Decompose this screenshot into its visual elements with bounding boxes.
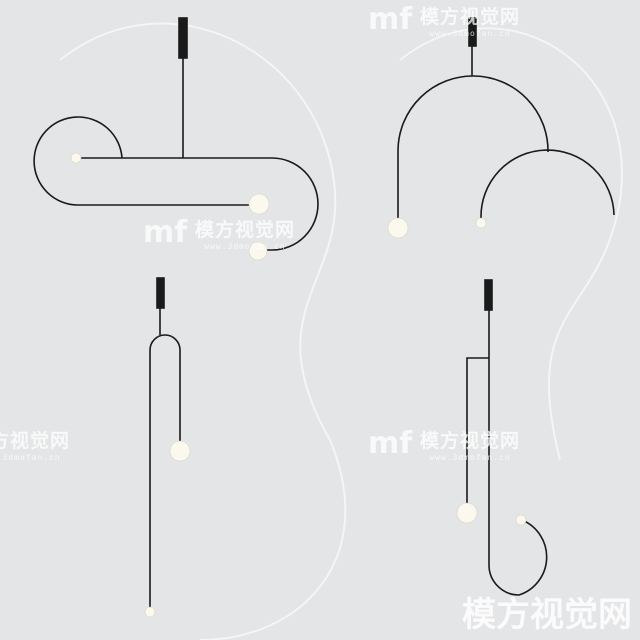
- watermark-logo: mf: [143, 215, 188, 250]
- globe-icon: [248, 193, 270, 215]
- watermark-logo: mf: [368, 2, 413, 37]
- watermark-url: www.3dmofan.cn: [0, 453, 61, 462]
- watermark: mf 模方视觉网 www.3dmofan.cn: [368, 426, 521, 462]
- watermark-url: www.3dmofan.cn: [204, 242, 286, 251]
- canopy-icon: [178, 17, 188, 59]
- lamp-2: [397, 17, 615, 222]
- globe-icon: [515, 514, 527, 526]
- globe-icon: [248, 241, 268, 261]
- watermark-url: www.3dmofan.cn: [429, 29, 511, 38]
- watermark-large-title: 模方视觉网: [462, 595, 632, 635]
- watermark-title: 模方视觉网: [420, 430, 521, 452]
- watermark-logo: mf: [368, 426, 413, 461]
- watermark: mf 模方视觉网 www.3dmofan.cn: [368, 2, 521, 38]
- lamp-1: [33, 17, 319, 251]
- globe-icon: [70, 152, 82, 164]
- globe-icon: [387, 217, 409, 239]
- globe-icon: [456, 502, 478, 524]
- background-watermark-outline: [59, 22, 623, 640]
- watermark: mf 模方视觉网 www.3dmofan.cn: [143, 215, 296, 251]
- globe-icon: [169, 440, 191, 462]
- canopy-icon: [156, 277, 165, 309]
- lamp-4: [466, 279, 548, 596]
- watermark-title: 模方视觉网: [420, 6, 521, 28]
- watermark-title: 模方视觉网: [0, 430, 71, 452]
- watermark-url: www.3dmofan.cn: [429, 453, 511, 462]
- globe-icon: [475, 217, 487, 229]
- canopy-icon: [484, 279, 493, 311]
- globes: [70, 152, 527, 618]
- lamp-3: [149, 277, 181, 610]
- watermark-title: 模方视觉网: [195, 219, 296, 241]
- watermark: 模方视觉网 www.3dmofan.cn: [0, 426, 70, 462]
- globe-icon: [144, 606, 156, 618]
